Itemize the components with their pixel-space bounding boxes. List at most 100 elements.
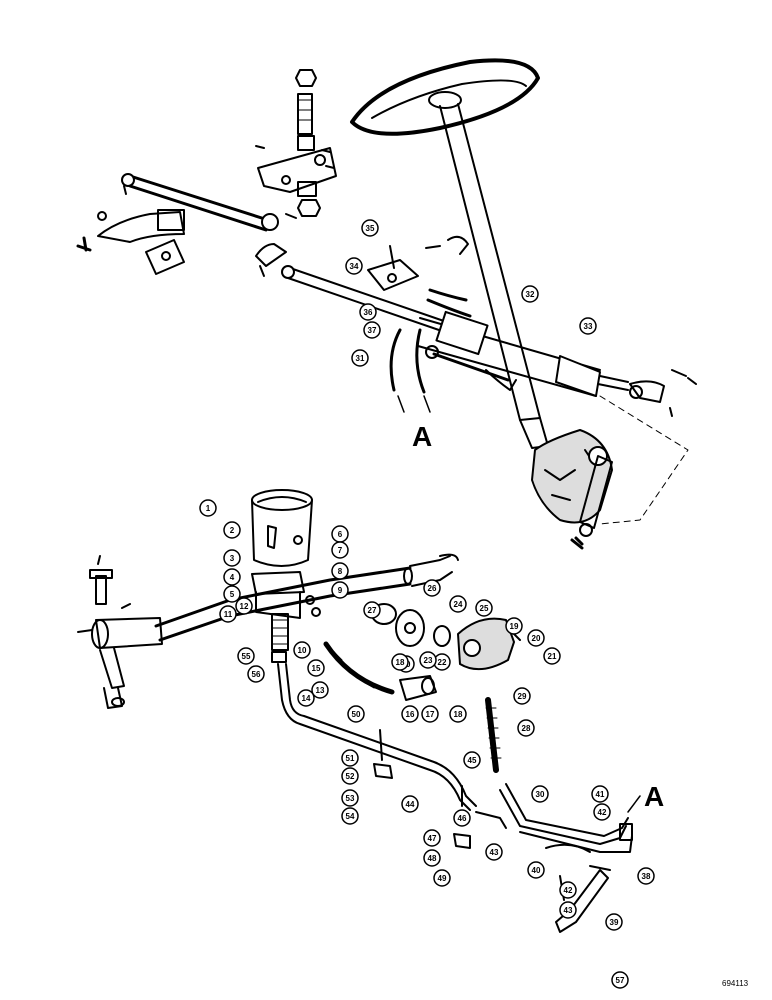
drive-shaft [154,553,459,642]
callout-label: 3 [230,554,235,563]
callout-label: 41 [596,790,605,799]
callout-label: 2 [230,526,235,535]
callout-circle [527,861,545,879]
callout-label: 52 [346,772,355,781]
callout-circle [347,705,365,723]
callout-label: 33 [584,322,593,331]
callout-label: 46 [458,814,467,823]
pump-plate [371,603,451,647]
a-lower-leaders [627,795,641,813]
callout-label: 27 [368,606,377,615]
reservoir [251,489,313,567]
callout-circle [527,629,545,647]
callout-label: 31 [356,354,365,363]
callout-circle [293,641,311,659]
callout-circle [331,581,349,599]
callout-label: 55 [242,652,251,661]
hoses-upper [389,288,472,394]
callout-label: 19 [510,622,519,631]
callout-circle [559,901,577,919]
callout-label: 44 [406,800,415,809]
clamp-48 [453,785,471,849]
callout-label: 40 [532,866,541,875]
callout-label: 48 [428,854,437,863]
callout-circle [579,317,597,335]
leader-dashed [599,395,689,525]
callout-label: 22 [438,658,447,667]
steering-column [439,103,549,449]
callout-circle [223,549,241,567]
callout-label: 1 [206,504,211,513]
callout-circle [517,719,535,737]
callout-label: 15 [312,664,321,673]
callout-circle [199,499,217,517]
pin-left [89,555,113,605]
callout-label: 54 [346,812,355,821]
yoke-lower-left [77,603,163,709]
callout-label: 50 [352,710,361,719]
callout-label: 12 [240,602,249,611]
callout-label: 36 [364,308,373,317]
pitman-arm [570,455,613,550]
callout-label: 45 [468,756,477,765]
callout-label: 11 [224,610,233,619]
tie-rod-end-right [629,369,697,417]
callout-circle [341,789,359,807]
callout-label: 14 [302,694,311,703]
callout-circle [235,597,253,615]
lines-lower-right [499,783,633,853]
callout-circle [219,605,237,623]
callout-label: 37 [368,326,377,335]
callout-circle [341,749,359,767]
callout-circle [345,257,363,275]
callout-label: 29 [518,692,527,701]
callout-circle [485,843,503,861]
a-upper-leaders [397,395,431,413]
callout-circle [463,751,481,769]
fitting-lower [399,675,437,701]
callout-circle [297,689,315,707]
callout-circle [559,881,577,899]
callouts: 1234567891010111213141516171818192021222… [199,219,655,989]
tie-rod-end-center [255,243,287,277]
callout-circle [351,349,369,367]
steering-arm-left [76,209,185,275]
tie-rod-upper [121,173,279,232]
callout-circle [247,665,265,683]
callout-circle [433,869,451,887]
callout-circle [331,562,349,580]
callout-label: 13 [316,686,325,695]
callout-label: 34 [350,262,359,271]
callout-label: 21 [548,652,557,661]
callout-label: 28 [522,724,531,733]
reservoir-bracket [251,571,321,663]
callout-label: 39 [610,918,619,927]
callout-label: 42 [564,886,573,895]
callout-label: 16 [406,710,415,719]
line-45 [277,663,507,829]
callout-circle [223,585,241,603]
steering-wheel [350,58,540,136]
callout-label: 4 [230,573,235,582]
callout-circle [449,595,467,613]
callout-circle [475,599,493,617]
hose-lower [323,641,395,695]
bracket-40 [545,843,611,933]
steering-gear-box [531,429,613,524]
callout-label: 17 [426,710,435,719]
callout-circle [611,971,629,989]
figure-number: 694113 [722,979,749,988]
callout-label: 49 [438,874,447,883]
callout-label: 24 [454,600,463,609]
callout-label: 6 [338,530,343,539]
callout-label: 7 [338,546,343,555]
callout-circle [307,659,325,677]
callout-label: 57 [616,976,625,985]
callout-circle [341,807,359,825]
callout-circle [423,849,441,867]
callout-circle [341,767,359,785]
callout-label: 53 [346,794,355,803]
callout-label: 9 [338,586,343,595]
callout-circle [223,568,241,586]
